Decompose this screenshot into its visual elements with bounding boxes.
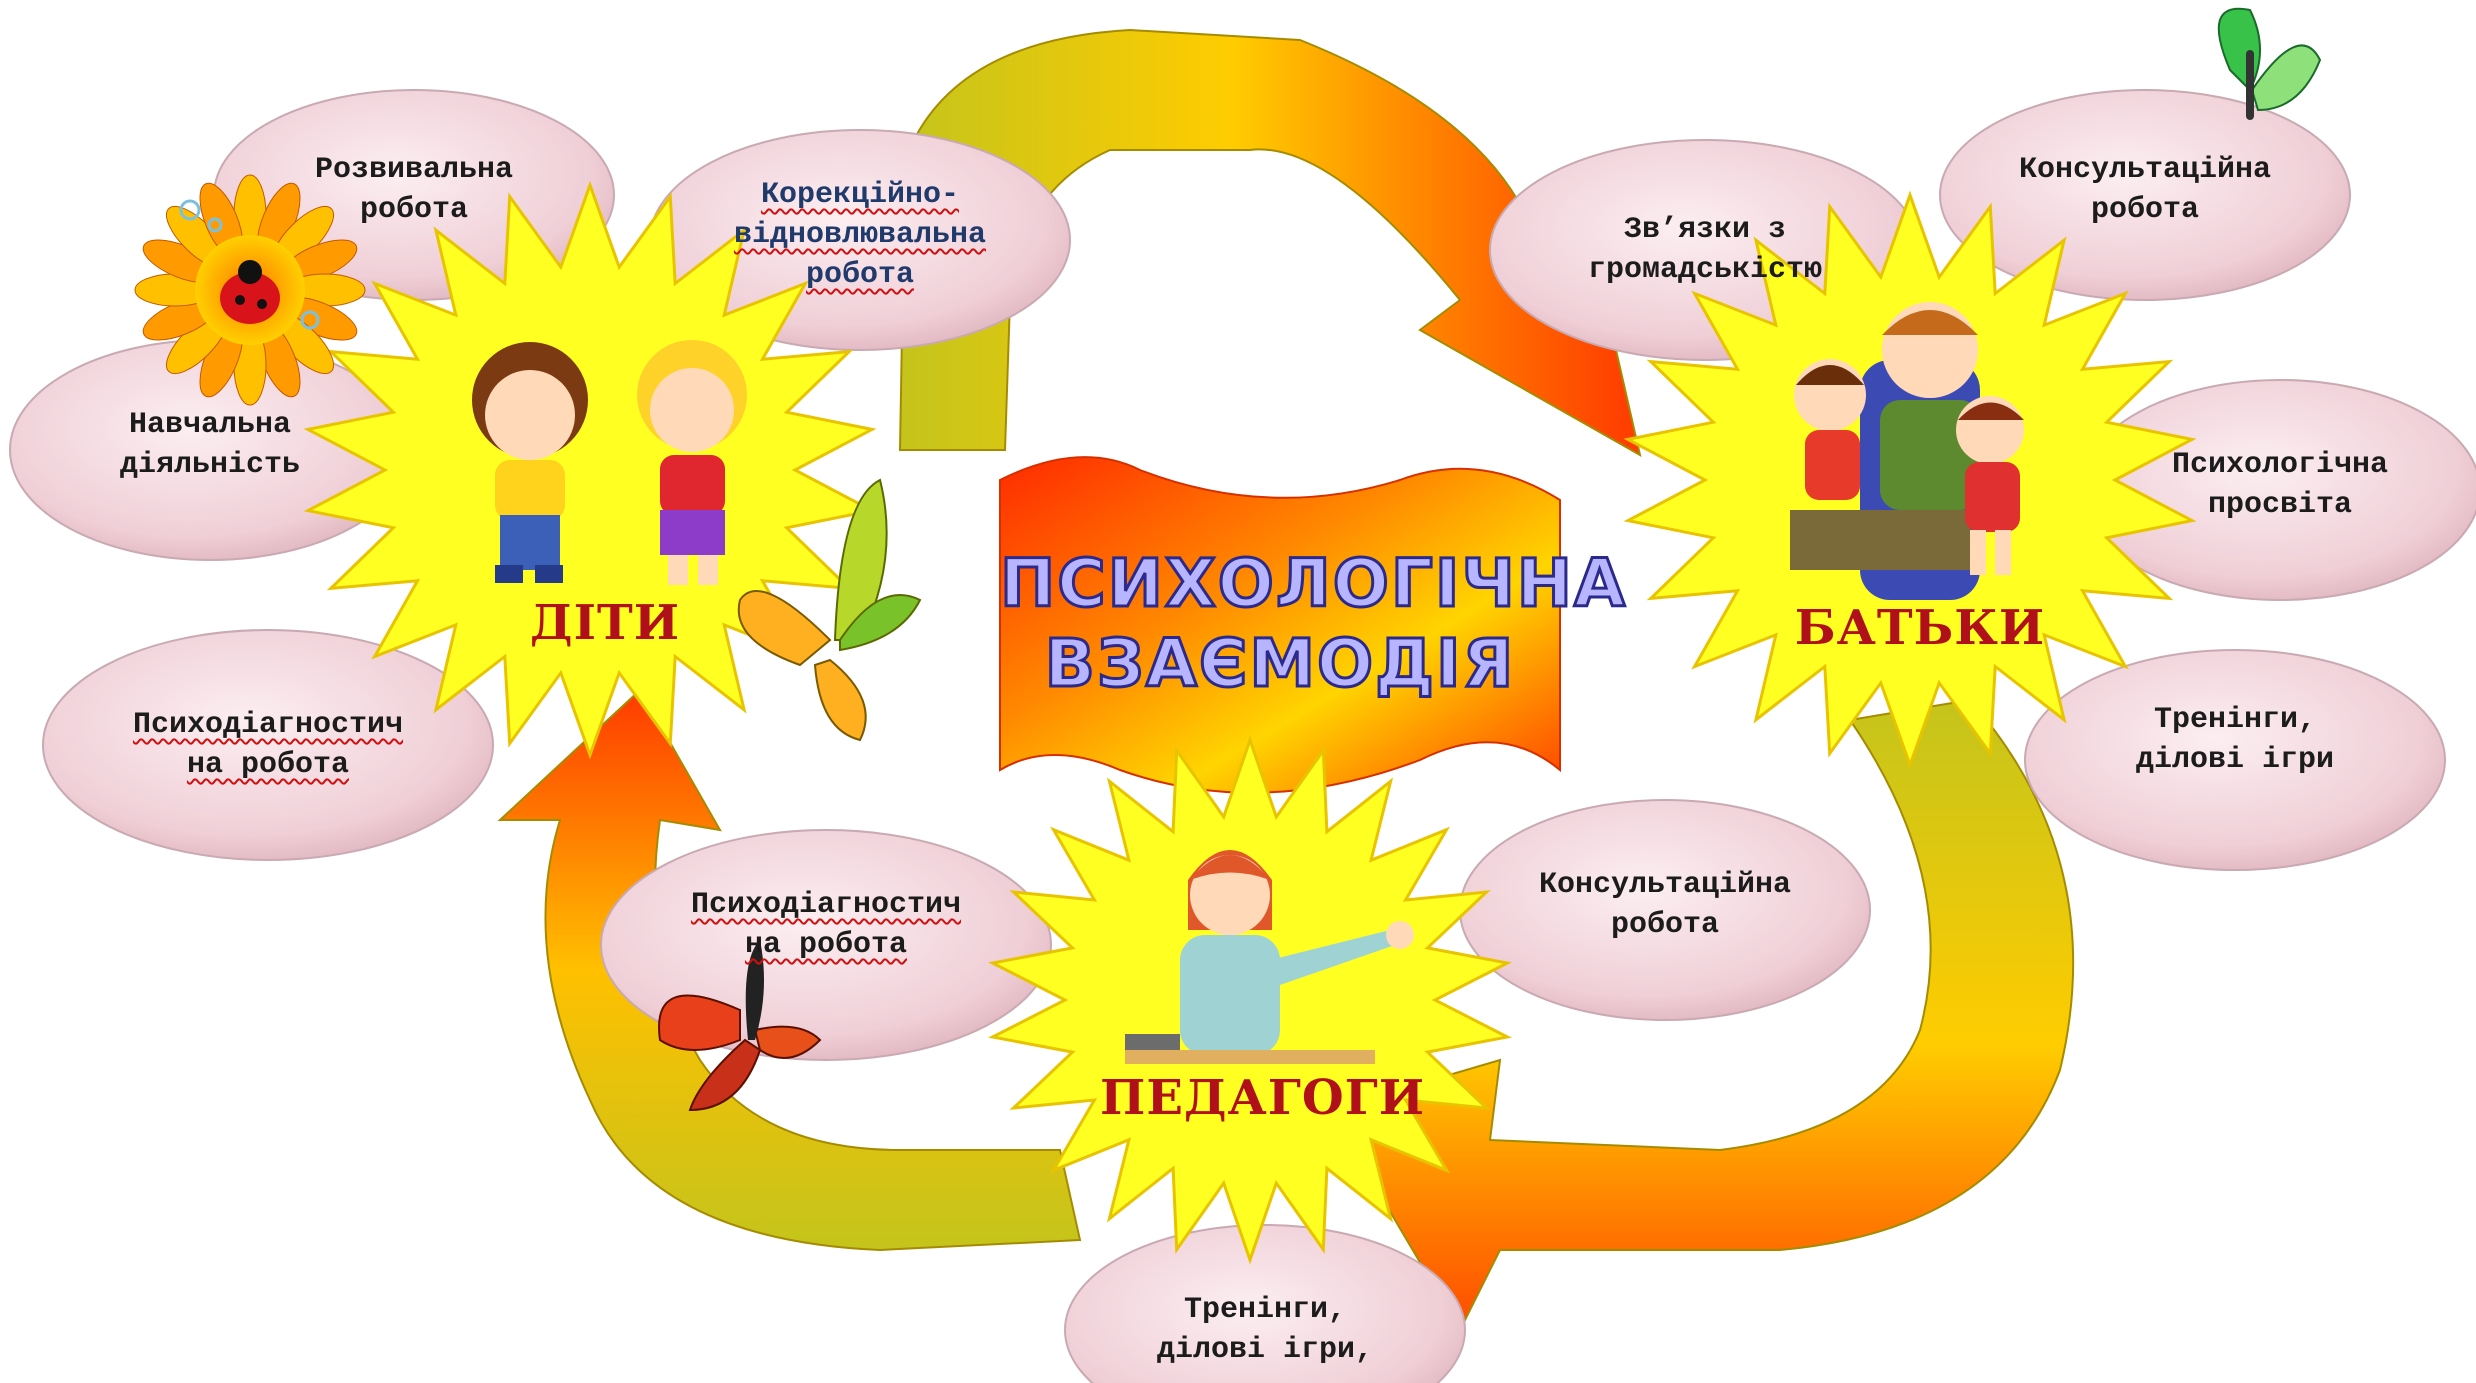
family-illustration <box>1790 302 2024 600</box>
hub-label-children: ДІТИ <box>529 595 681 651</box>
text-psychodiagnostic-teachers: Психодіагностич на робота <box>646 875 1006 975</box>
text-developmental-work: Розвивальна робота <box>314 153 514 227</box>
star-children <box>303 180 877 760</box>
butterfly-icon <box>2217 7 2322 120</box>
text-community-links: Зв’язки з громадськістю <box>1587 213 1823 287</box>
arrow-right <box>1328 698 2075 1333</box>
children-illustration <box>472 340 747 585</box>
arrow-left <box>497 688 1082 1252</box>
bubble-trainings-parents <box>2024 649 2446 871</box>
text-psychodiagnostic-teachers-value: Психодіагностич на робота <box>690 888 962 962</box>
teacher-illustration <box>1125 850 1414 1064</box>
text-learning-activity: Навчальна діяльність <box>119 408 301 482</box>
ladybug-flower-icon <box>134 174 366 406</box>
text-consulting-parents: Консультаційна робота <box>2018 153 2272 227</box>
title-line-2: ВЗАЄМОДІЯ <box>1043 624 1516 704</box>
text-correctional-work: Корекційно- відновлювальна робота <box>733 178 987 292</box>
butterfly-icon <box>658 940 822 1112</box>
bubble-psychodiagnostic-children <box>42 629 494 861</box>
text-psychodiagnostic-children: Психодіагностич на робота <box>132 708 404 782</box>
butterfly-icon <box>737 478 922 742</box>
title-banner <box>999 456 1561 794</box>
hub-label-teachers: ПЕДАГОГИ <box>1100 1070 1426 1126</box>
text-psych-education: Психологічна просвіта <box>2171 448 2389 522</box>
text-trainings-parents: Тренінги, ділові ігри <box>2135 703 2335 777</box>
title-line-1: ПСИХОЛОГІЧНА <box>999 544 1628 624</box>
text-trainings-teachers: Тренінги, ділові ігри, <box>1156 1293 1374 1367</box>
bubble-consulting-parents <box>1939 89 2351 301</box>
hub-label-parents: БАТЬКИ <box>1794 600 2046 656</box>
bubble-trainings-teachers <box>1064 1224 1466 1383</box>
text-consulting-teachers: Консультаційна робота <box>1538 868 1792 942</box>
